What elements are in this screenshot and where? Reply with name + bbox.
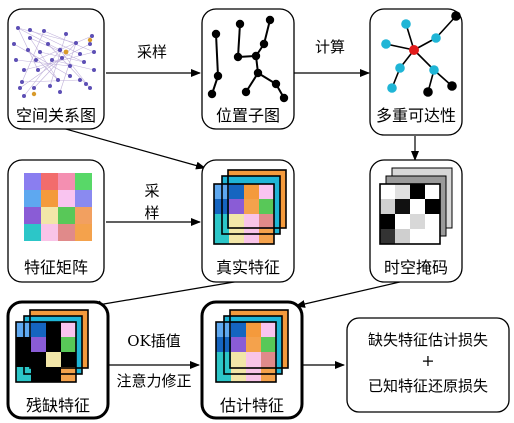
node-real-features: 真实特征 <box>201 159 295 283</box>
node-feature-matrix: 特征矩阵 <box>7 159 105 283</box>
feature-matrix-cell <box>24 207 41 224</box>
feature-matrix-cell <box>75 190 92 207</box>
node-reachability: 多重可达性 <box>369 8 463 136</box>
edge-label-compute: 计算 <box>315 38 345 56</box>
node-box <box>201 8 295 130</box>
edge-labels: 采样 计算 采 样 OK插值 注意力修正 <box>116 38 345 390</box>
estimated-matrix-icon <box>215 309 289 383</box>
feature-matrix-cell <box>41 224 58 241</box>
feature-matrix-cell <box>24 224 41 241</box>
reachability-icon <box>381 11 461 97</box>
node-label: 空间关系图 <box>16 106 96 125</box>
edge-label-sample-top: 采样 <box>137 43 167 61</box>
edge-label-attention: 注意力修正 <box>116 372 191 390</box>
node-missing-features: 残缺特征 <box>6 300 110 420</box>
arrows <box>54 69 419 369</box>
feature-matrix-cell <box>41 207 58 224</box>
masked-matrix-icon <box>15 309 89 383</box>
node-box <box>346 317 510 413</box>
node-label: 时空掩码 <box>384 258 448 277</box>
feature-matrix-cell <box>41 190 58 207</box>
node-label: 真实特征 <box>216 258 280 277</box>
node-spatiotemporal-mask: 时空掩码 <box>369 159 463 283</box>
feature-matrix-grid <box>24 173 92 241</box>
subgraph-icon <box>207 15 289 103</box>
stacked-matrix-icon <box>213 169 287 245</box>
edge-label-sample-mid-1: 采 <box>144 182 159 200</box>
feature-matrix-cell <box>58 190 75 207</box>
feature-matrix-cell <box>24 173 41 190</box>
feature-matrix-cell <box>58 207 75 224</box>
feature-matrix-cell <box>58 173 75 190</box>
arrow-graph-to-real <box>54 125 206 170</box>
arrow-mask-to-estimated <box>295 280 405 308</box>
loss-line-2: 已知特征还原损失 <box>368 377 488 395</box>
edge-label-sample-mid-2: 样 <box>144 204 159 222</box>
feature-matrix-cell <box>24 190 41 207</box>
loss-line-1: 缺失特征估计损失 <box>368 331 488 349</box>
network-graph-icon <box>12 26 96 98</box>
node-label: 残缺特征 <box>26 396 90 415</box>
feature-matrix-cell <box>41 173 58 190</box>
node-loss: 缺失特征估计损失 + 已知特征还原损失 <box>346 317 510 413</box>
node-estimated-features: 估计特征 <box>200 300 304 420</box>
feature-matrix-cell <box>75 207 92 224</box>
node-label: 估计特征 <box>220 396 284 415</box>
mask-matrix-icon <box>379 167 453 245</box>
feature-matrix-cell <box>75 173 92 190</box>
arrow-real-to-missing <box>91 280 241 309</box>
node-label: 位置子图 <box>216 106 280 125</box>
loss-plus: + <box>421 351 434 370</box>
node-label: 特征矩阵 <box>24 258 88 277</box>
node-label: 多重可达性 <box>376 106 456 125</box>
edge-label-ok-interp: OK插值 <box>127 332 181 350</box>
node-subgraph: 位置子图 <box>201 8 295 130</box>
node-spatial-graph: 空间关系图 <box>7 8 105 130</box>
feature-matrix-cell <box>75 224 92 241</box>
feature-matrix-cell <box>58 224 75 241</box>
